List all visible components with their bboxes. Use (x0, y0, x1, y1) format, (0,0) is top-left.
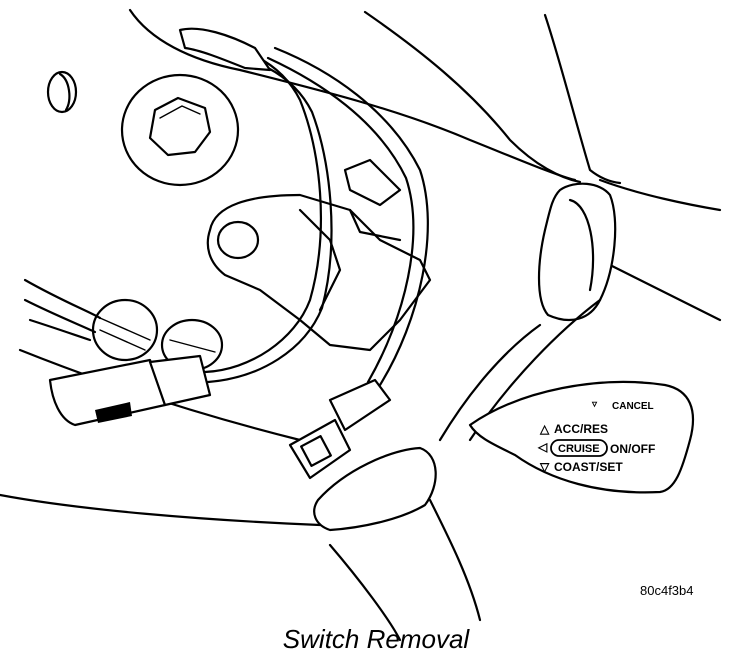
speed-control-switch (468, 380, 695, 494)
wiring-harness (178, 27, 429, 387)
figure-reference-code: 80c4f3b4 (640, 583, 694, 598)
cancel-arrow-icon: ▿ (591, 399, 598, 410)
cruise-button-outline (550, 439, 608, 457)
figure-caption: Switch Removal (282, 624, 470, 654)
cruise-label: CRUISE (558, 443, 600, 455)
acc-res-label: ACC/RES (554, 422, 608, 436)
bolt-head (120, 73, 240, 187)
coast-set-arrow-icon: ▽ (539, 460, 550, 474)
on-off-label: ON/OFF (610, 442, 655, 456)
wire-connector-center (288, 378, 392, 480)
wire-connector-left (48, 354, 212, 427)
mounting-hole-lower-1 (91, 298, 159, 362)
cruise-arrow-icon: ◁ (537, 440, 548, 454)
column-collar (313, 182, 617, 532)
acc-res-arrow-icon: △ (539, 422, 550, 436)
cancel-label: CANCEL (612, 401, 654, 412)
switch-bracket (206, 158, 432, 352)
mounting-hole-left (46, 70, 78, 114)
stalk-stub (23, 278, 102, 342)
coast-set-label: COAST/SET (554, 460, 623, 474)
